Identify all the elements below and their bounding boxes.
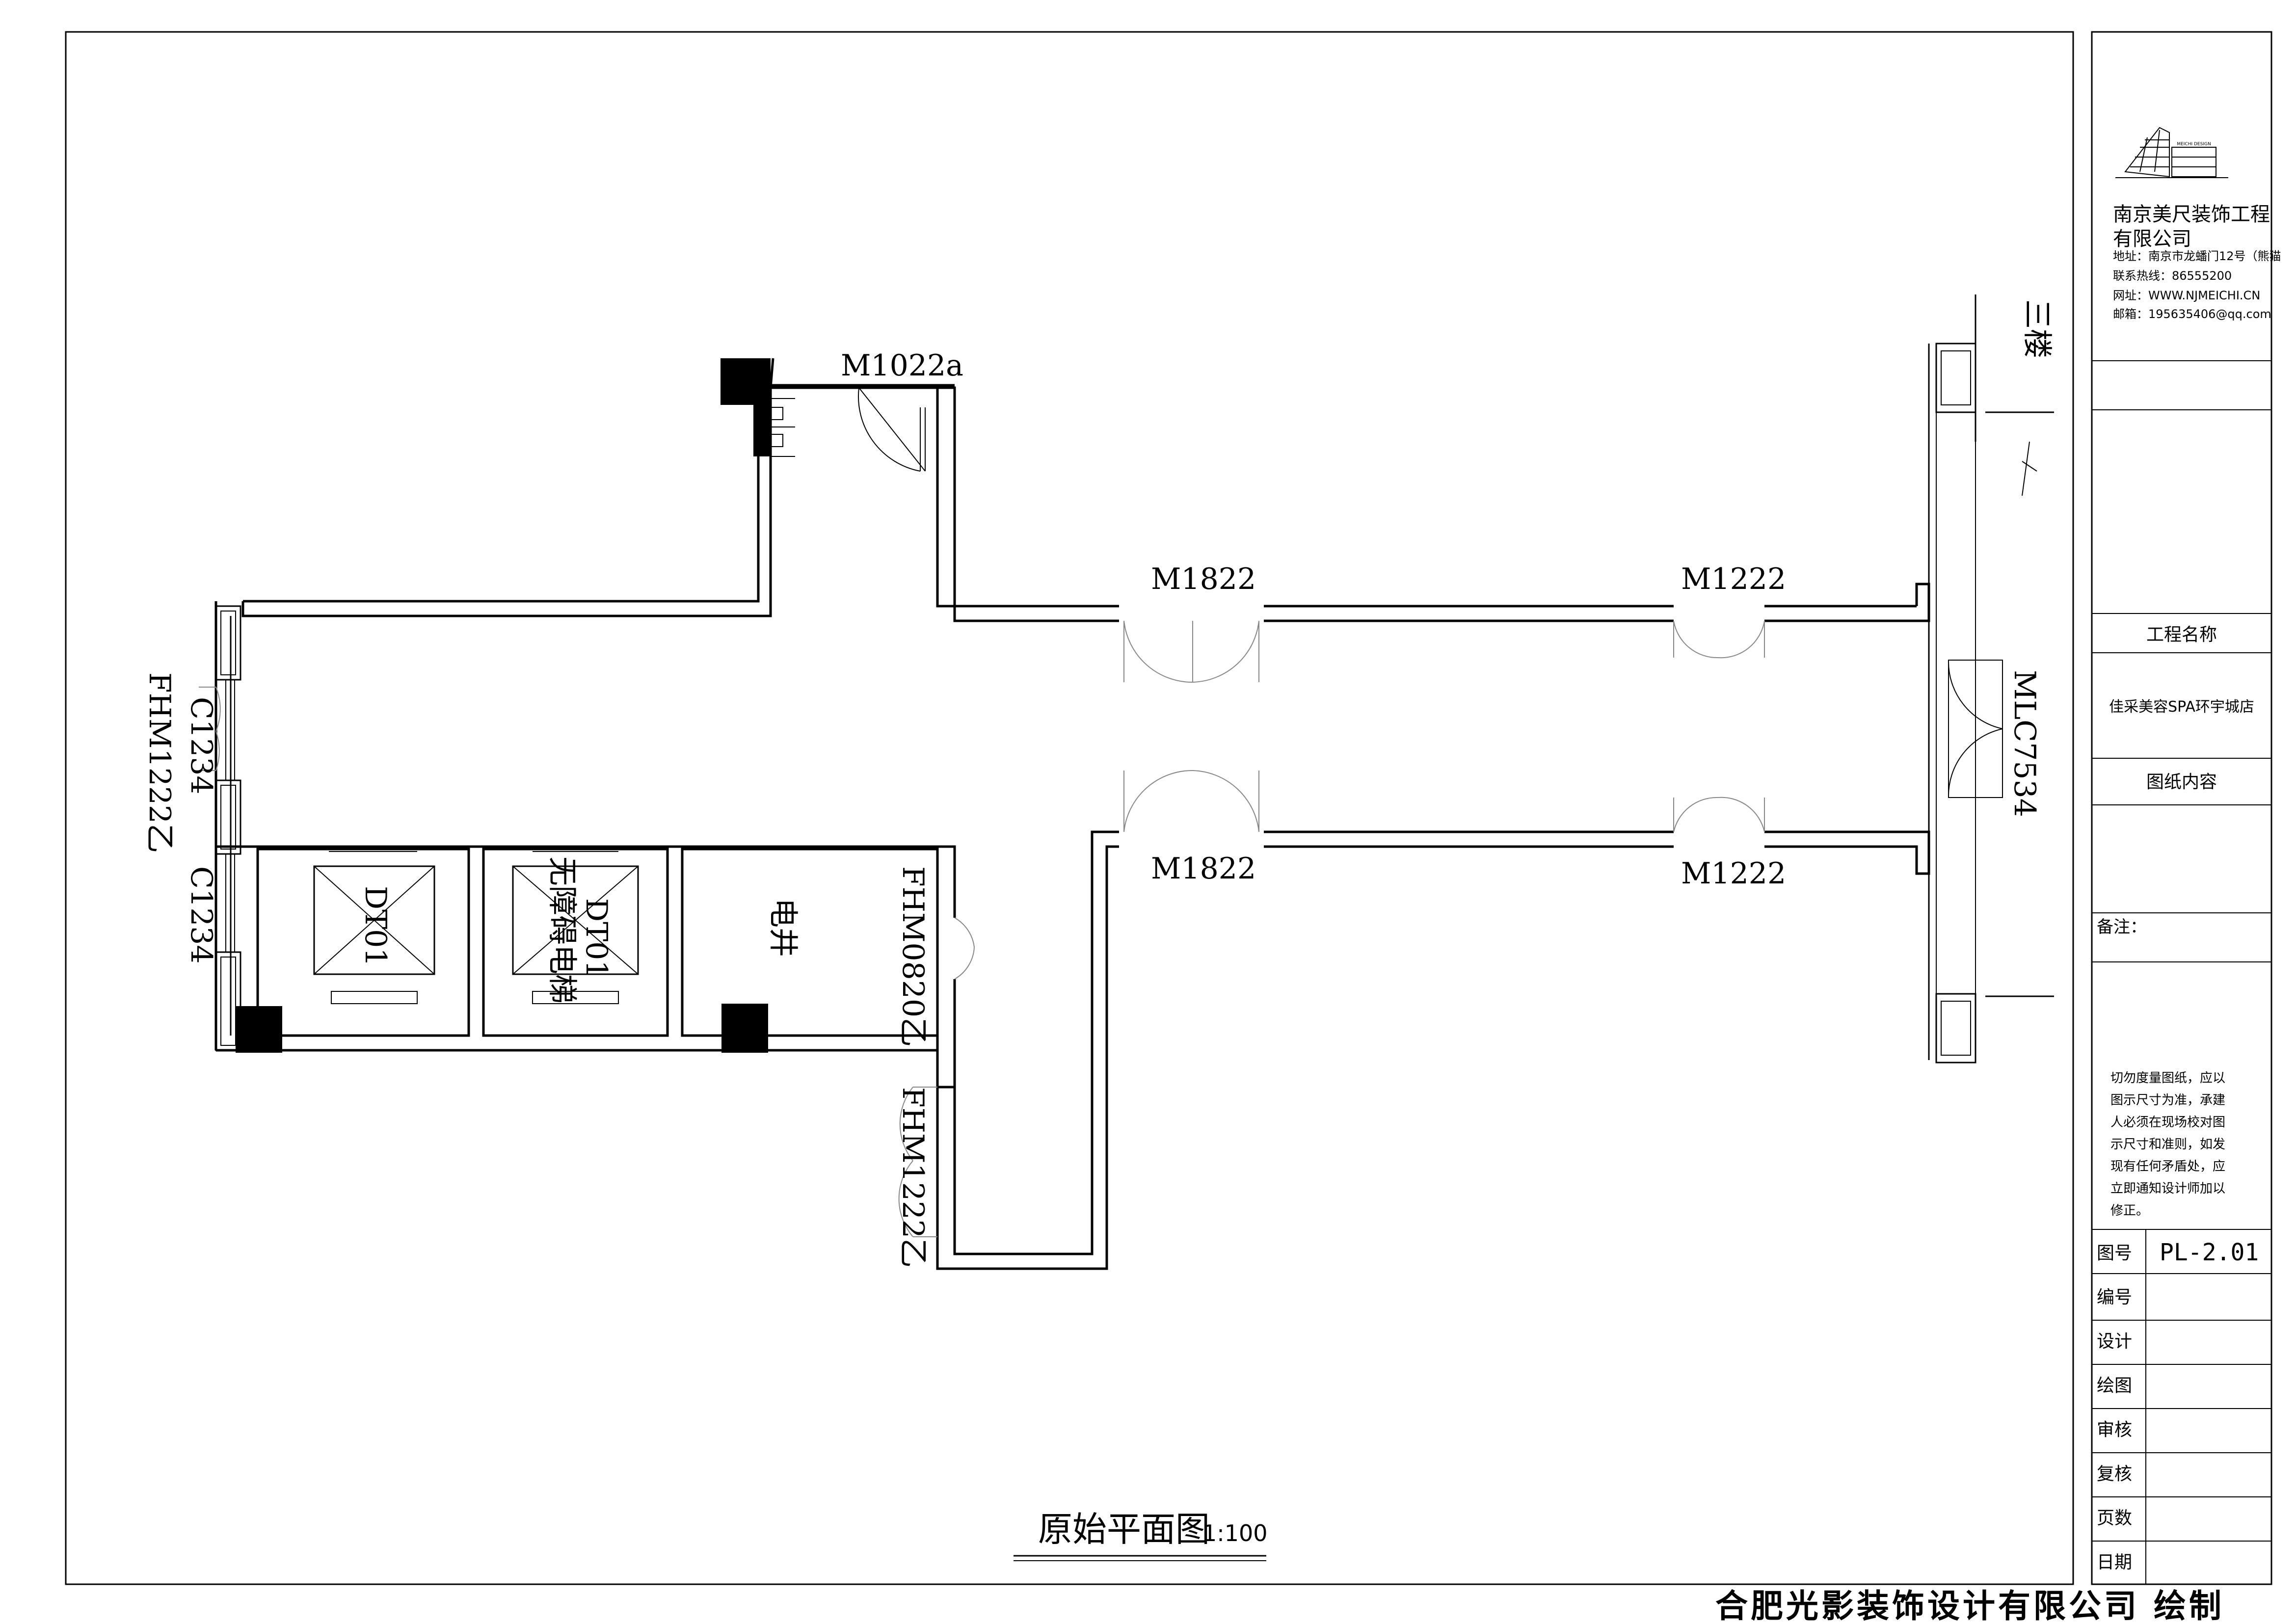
title-block-note: 切勿度量图纸，应以 图示尺寸为准，承建 人必须在现场校对图 示尺寸和准则，如发 … (2110, 1071, 2225, 1218)
field-label: 复核 (2097, 1464, 2132, 1484)
footer-credit: 合肥光影装饰设计有限公司 绘制 (1715, 1587, 2224, 1624)
structural-column (236, 1006, 282, 1053)
label-m1022a: M1022a (841, 348, 963, 383)
floor-plan (199, 294, 2054, 1270)
label-m1222-top: M1222 (1681, 562, 1786, 596)
plan-title: 原始平面图 (1038, 1509, 1210, 1549)
company-logo (2115, 127, 2228, 178)
structural-column (753, 405, 771, 456)
company-phone: 联系热线：86555200 (2113, 269, 2232, 283)
field-label: 页数 (2097, 1508, 2132, 1528)
field-label: 编号 (2097, 1287, 2132, 1307)
label-c1234-top: C1234 (184, 697, 218, 795)
note-line: 现有任何矛盾处，应 (2110, 1159, 2225, 1174)
note-line: 切勿度量图纸，应以 (2110, 1071, 2225, 1086)
company-name-line1: 南京美尺装饰工程 (2113, 203, 2270, 226)
label-electrical-shaft: 电井 (766, 898, 800, 957)
label-c1234-bottom: C1234 (184, 866, 218, 964)
company-website: 网址：WWW.NJMEICHI.CN (2113, 289, 2260, 302)
label-m1822-top: M1822 (1151, 562, 1256, 596)
project-name: 佳采美容SPA环宇城店 (2109, 698, 2254, 716)
label-dt01-b: DT01 (579, 898, 614, 979)
label-accessible-elevator: 无障碍电梯 (545, 856, 579, 1004)
note-line: 图示尺寸为准，承建 (2110, 1093, 2225, 1108)
note-line: 修正。 (2110, 1203, 2149, 1218)
note-line: 人必须在现场校对图 (2110, 1115, 2225, 1130)
field-label: 日期 (2097, 1552, 2132, 1572)
field-label: 绘图 (2097, 1376, 2132, 1396)
field-label: 设计 (2097, 1331, 2132, 1352)
note-line: 立即通知设计师加以 (2110, 1181, 2225, 1196)
company-email: 邮箱：195635406@qq.com (2113, 307, 2271, 321)
project-name-label: 工程名称 (2146, 625, 2217, 645)
field-label: 图号 (2097, 1243, 2132, 1263)
label-mlc7534: MLC7534 (2007, 670, 2042, 817)
label-m1822-bottom: M1822 (1151, 852, 1256, 886)
label-fhm1222-bottom: FHM1222乙 (896, 1087, 930, 1268)
field-label: 审核 (2097, 1420, 2132, 1440)
sheet-border (65, 31, 2074, 1585)
note-line: 示尺寸和准则，如发 (2110, 1137, 2225, 1152)
label-m1222-bottom: M1222 (1681, 856, 1786, 891)
structural-column (721, 1004, 768, 1053)
structural-column (721, 358, 771, 405)
drawing-number: PL-2.01 (2160, 1239, 2259, 1266)
drawing-content-label: 图纸内容 (2146, 772, 2217, 792)
label-fhm1222-left: FHM1222乙 (142, 672, 177, 853)
label-stair: 三楼 (2020, 299, 2054, 358)
company-address: 地址：南京市龙蟠门12号（熊猫 (2113, 249, 2281, 263)
plan-scale: 1:100 (1202, 1520, 1268, 1546)
remarks-label: 备注： (2097, 917, 2147, 937)
label-dt01-a: DT01 (358, 886, 393, 966)
title-block-fields: 图号 PL-2.01 编号 设计 绘图 审核 复核 页数 日期 (2092, 1229, 2271, 1584)
label-fhm0820: FHM0820乙 (896, 866, 930, 1047)
company-name-line2: 有限公司 (2113, 228, 2191, 250)
logo-caption: MEICHI DESIGN (2177, 142, 2211, 147)
title-block-border (2091, 31, 2272, 1585)
